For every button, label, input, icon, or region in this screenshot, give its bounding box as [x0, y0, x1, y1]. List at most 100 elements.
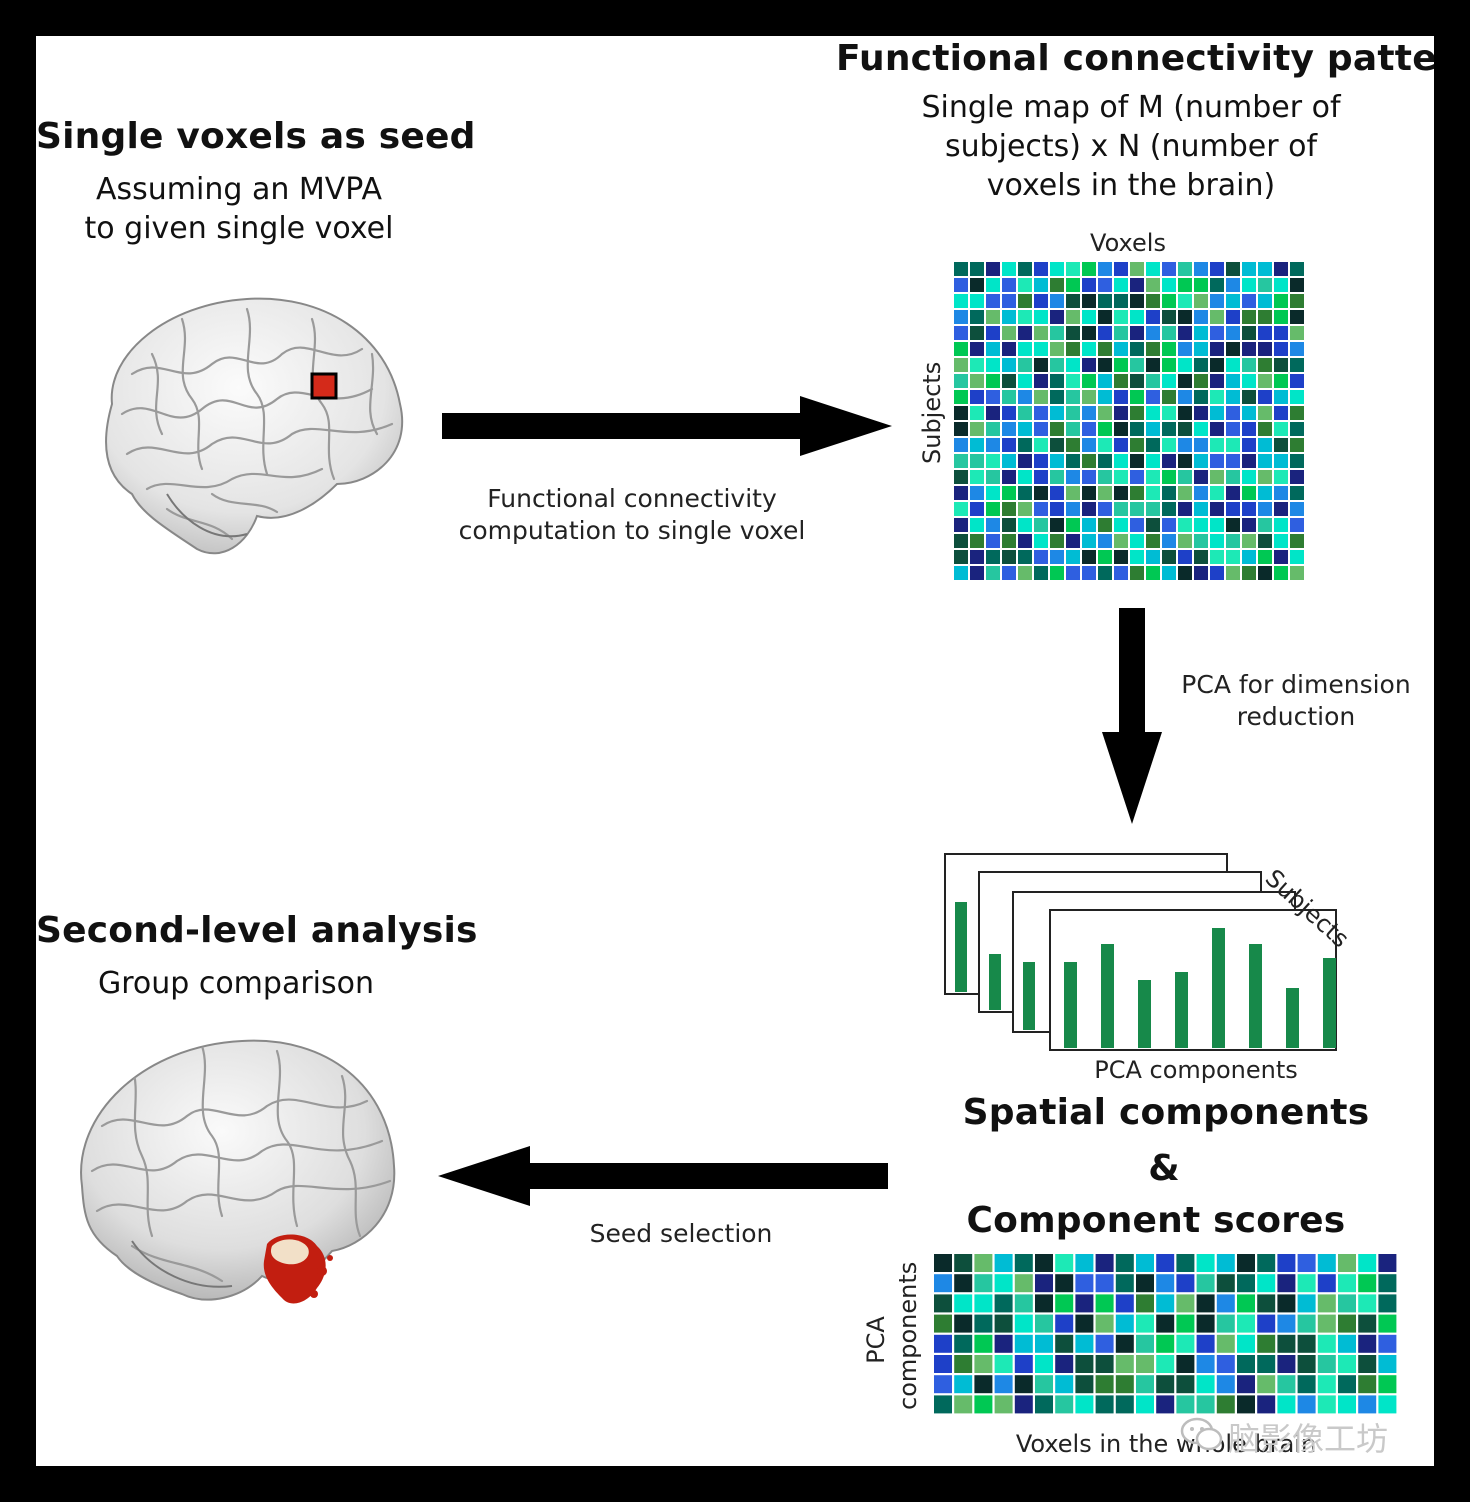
fc-matrix-cell [1066, 326, 1080, 340]
fc-matrix-cell [1066, 358, 1080, 372]
fc-matrix-cell [1194, 406, 1208, 420]
second-level-title: Second-level analysis [36, 910, 478, 951]
score-matrix-cell [1095, 1314, 1114, 1333]
score-matrix-cell [1277, 1395, 1296, 1414]
score-matrix-cell [1014, 1294, 1033, 1313]
wechat-icon [1180, 1417, 1223, 1451]
fc-matrix-cell [986, 390, 1000, 404]
fc-matrix-cell [1050, 518, 1064, 532]
fc-matrix-cell [986, 518, 1000, 532]
fc-matrix-cell [970, 342, 984, 356]
fc-matrix-cell [1050, 406, 1064, 420]
fc-matrix-cell [1066, 342, 1080, 356]
fc-pattern-title: Functional connectivity pattern [836, 38, 1434, 79]
fc-matrix-cell [1114, 438, 1128, 452]
score-matrix-cell [1216, 1294, 1235, 1313]
scores-x-label: Voxels in the whole brain [1015, 1430, 1317, 1458]
fc-matrix-cell [1082, 550, 1096, 564]
fc-matrix-cell [1098, 358, 1112, 372]
fc-matrix-cell [1210, 310, 1224, 324]
score-matrix-cell [1237, 1375, 1255, 1394]
fc-matrix-cell [1114, 550, 1128, 564]
fc-matrix-cell [1018, 550, 1032, 564]
fc-matrix-cell [954, 406, 968, 420]
score-matrix-cell [1196, 1395, 1215, 1414]
score-matrix-cell [1014, 1375, 1033, 1394]
fc-matrix-cell [1178, 310, 1192, 324]
fc-matrix-cell [1242, 374, 1256, 388]
fc-matrix-cell [1018, 390, 1032, 404]
score-matrix-cell [1358, 1334, 1377, 1353]
fc-matrix-cell [1290, 262, 1304, 276]
fc-matrix-cell [1210, 486, 1224, 500]
fc-matrix-cell [1274, 406, 1288, 420]
fc-matrix-cell [986, 358, 1000, 372]
arrow-right [442, 396, 892, 456]
fc-matrix-cell [1162, 470, 1176, 484]
fc-matrix-cell [1162, 438, 1176, 452]
score-matrix-cell [1297, 1294, 1316, 1313]
fc-matrix-cell [1274, 374, 1288, 388]
fc-matrix-cell [1290, 390, 1304, 404]
score-matrix-cell [1216, 1395, 1235, 1414]
fc-matrix-cell [1130, 422, 1144, 436]
seed-title: Single voxels as seed [36, 116, 476, 157]
fc-matrix-cell [1098, 518, 1112, 532]
score-matrix-cell [1237, 1395, 1255, 1414]
score-matrix-cell [1277, 1274, 1296, 1293]
fc-matrix-cell [1290, 438, 1304, 452]
pca-bar [1023, 962, 1035, 1030]
fc-matrix-cell [1066, 454, 1080, 468]
score-matrix-cell [934, 1314, 952, 1333]
fc-matrix-cell [1130, 358, 1144, 372]
fc-matrix-cell [1050, 534, 1064, 548]
fc-matrix-cell [1226, 518, 1240, 532]
fc-matrix-cell [1242, 534, 1256, 548]
fc-matrix-cell [1098, 486, 1112, 500]
fc-matrix-cell [986, 534, 1000, 548]
score-matrix-cell [1277, 1375, 1296, 1394]
fc-matrix-cell [1258, 486, 1272, 500]
score-matrix-cell [1075, 1334, 1094, 1353]
fc-matrix-cell [1082, 438, 1096, 452]
score-matrix-cell [1136, 1254, 1154, 1272]
fc-matrix-cell [1178, 566, 1192, 580]
fc-matrix-cell [986, 406, 1000, 420]
fc-matrix-cell [1258, 342, 1272, 356]
fc-matrix-cell [1018, 326, 1032, 340]
score-matrix-cell [1378, 1254, 1397, 1272]
score-matrix-cell [1338, 1334, 1356, 1353]
fc-matrix-cell [1210, 502, 1224, 516]
fc-matrix-cell [1242, 566, 1256, 580]
arrow-right-label-line1: Functional connectivity [487, 484, 777, 513]
components-title-line1: Spatial components [962, 1092, 1370, 1133]
fc-matrix-cell [1018, 342, 1032, 356]
fc-matrix-cell [1114, 454, 1128, 468]
fc-matrix-cell [1114, 342, 1128, 356]
score-matrix-cell [994, 1314, 1013, 1333]
score-matrix-cell [1055, 1254, 1074, 1272]
fc-matrix-cell [1066, 374, 1080, 388]
fc-matrix-cell [1146, 486, 1160, 500]
fc-matrix-cell [1066, 422, 1080, 436]
fc-matrix-cell [1098, 438, 1112, 452]
fc-matrix-cell [1002, 534, 1016, 548]
arrow-left-label: Seed selection [589, 1219, 773, 1248]
fc-matrix-cell [1258, 262, 1272, 276]
fc-matrix-cell [1002, 422, 1016, 436]
pca-bar [1249, 944, 1262, 1048]
fc-matrix-cell [1194, 326, 1208, 340]
fc-matrix-cell [1098, 454, 1112, 468]
fc-matrix-cell [1178, 454, 1192, 468]
score-matrix-cell [1317, 1294, 1336, 1313]
score-matrix-cell [1156, 1375, 1175, 1394]
score-matrix-cell [1075, 1294, 1094, 1313]
arrow-down [1102, 608, 1162, 824]
components-ampersand: & [1148, 1148, 1180, 1189]
fc-matrix-cell [970, 262, 984, 276]
fc-matrix-cell [1066, 550, 1080, 564]
score-matrix-cell [1358, 1294, 1377, 1313]
arrow-down-label-line2: reduction [1236, 702, 1356, 731]
fc-matrix-cell [1226, 294, 1240, 308]
score-matrix-cell [974, 1314, 993, 1333]
